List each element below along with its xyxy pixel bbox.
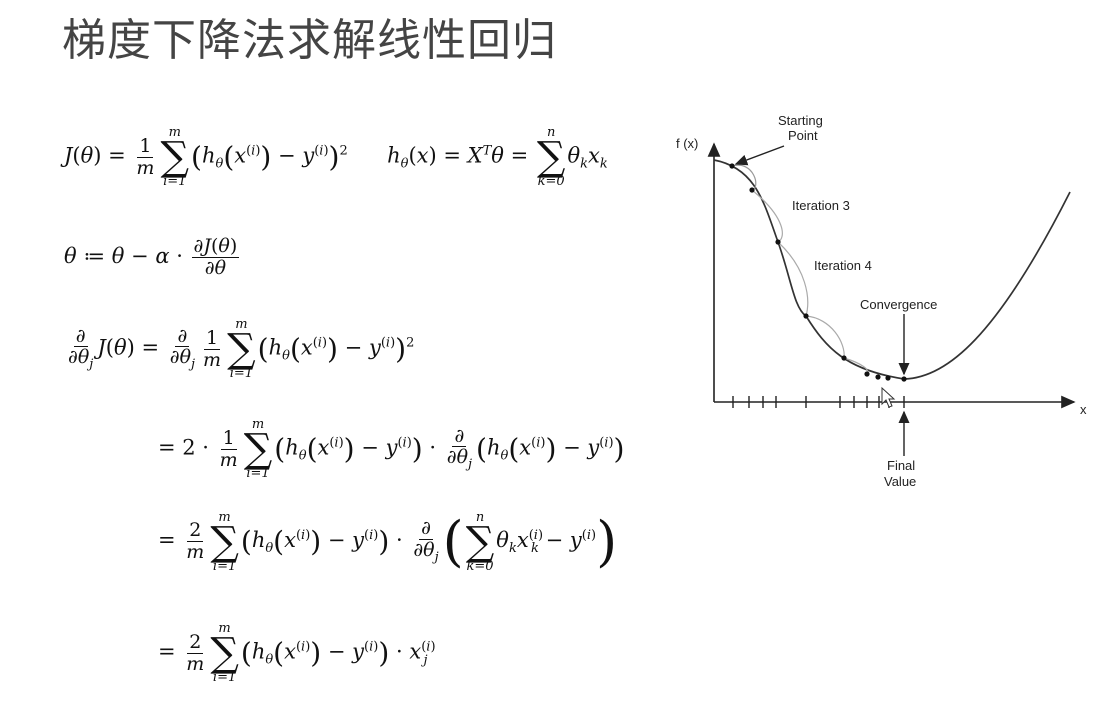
iteration-points <box>729 163 907 382</box>
convergence-label: Convergence <box>860 297 937 312</box>
starting-point-label-line2: Point <box>788 128 818 143</box>
iteration4-label: Iteration 4 <box>814 258 872 273</box>
y-axis-label: f (x) <box>676 136 698 151</box>
final-value-label-line1: Final <box>887 458 915 473</box>
mouse-cursor-icon <box>881 386 896 408</box>
slide-title: 梯度下降法求解线性回归 <box>62 15 557 66</box>
iteration-arc-3 <box>777 241 809 317</box>
update-rule-equation: θ ≔ θ − α · ∂J(θ)∂θ <box>64 235 240 279</box>
starting-point-label-line1: Starting <box>778 113 823 128</box>
gradient-descent-diagram: f (x) x Starting Point Iteration 3 I <box>676 113 1087 489</box>
iteration3-label: Iteration 3 <box>792 198 850 213</box>
iteration-arc-2 <box>751 189 783 243</box>
starting-point-arrow <box>734 145 785 166</box>
cost-curve <box>713 159 1071 380</box>
x-axis-label: x <box>1080 402 1087 417</box>
iteration-arc-4 <box>805 315 845 359</box>
final-value-label-line2: Value <box>884 474 916 489</box>
